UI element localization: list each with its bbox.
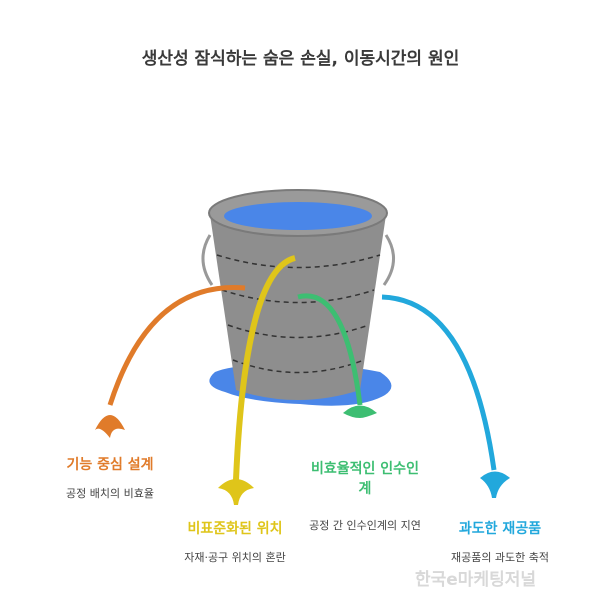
label-excess-wip: 과도한 재공품 bbox=[458, 521, 542, 537]
page-title: 생산성 잠식하는 숨은 손실, 이동시간의 원인 bbox=[141, 49, 460, 69]
desc-functional-design: 공정 배치의 비효율 bbox=[66, 487, 154, 500]
label-functional-design: 기능 중심 설계 bbox=[66, 457, 154, 473]
label-inefficient-handover: 비효율적인 인수인계 bbox=[311, 461, 419, 497]
desc-excess-wip: 재공품의 과도한 축적 bbox=[450, 551, 550, 564]
label-nonstandard-location: 비표준화된 위치 bbox=[187, 521, 283, 537]
desc-inefficient-handover: 공정 간 인수인계의 지연 bbox=[309, 519, 421, 532]
bucket-handle bbox=[201, 234, 395, 286]
orange-stream bbox=[107, 285, 246, 406]
yellow-stream bbox=[233, 255, 296, 481]
green-stream bbox=[297, 293, 363, 406]
desc-nonstandard-location: 자재·공구 위치의 혼란 bbox=[184, 551, 286, 564]
bucket-body bbox=[210, 215, 386, 400]
watermark: 한국e마케팅저널 bbox=[415, 570, 537, 590]
blue-stream bbox=[381, 294, 497, 471]
